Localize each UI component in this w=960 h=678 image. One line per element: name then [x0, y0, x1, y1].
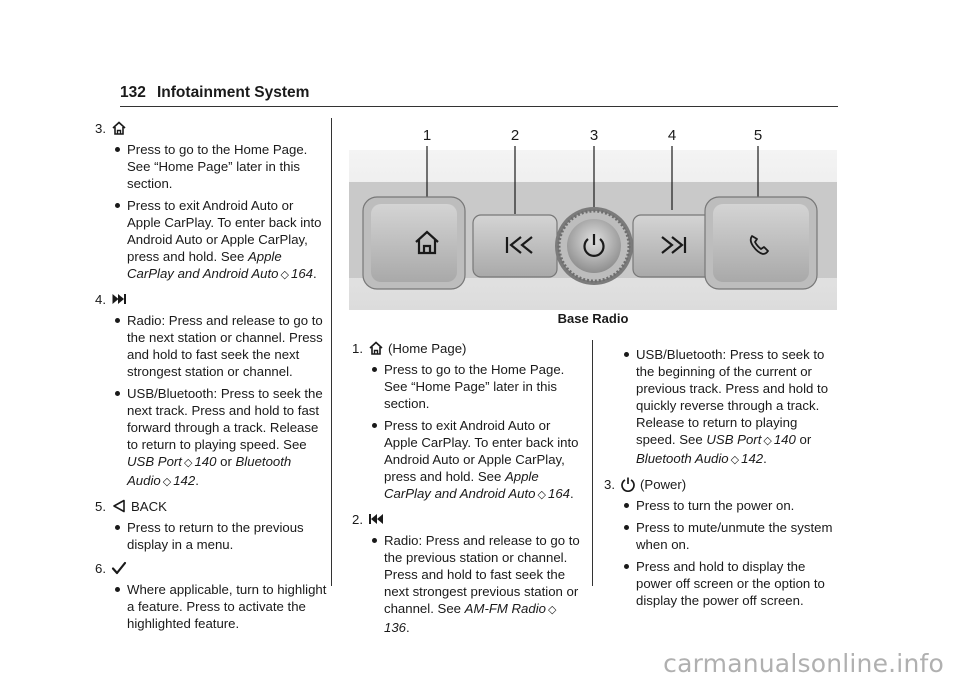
power-icon	[620, 476, 636, 492]
callout-2: 2	[511, 127, 519, 144]
item-2-seek-back: 2. Radio: Press and release to go to the…	[352, 509, 584, 636]
seek-forward-button[interactable]	[632, 214, 714, 278]
item-label: (Power)	[640, 476, 687, 492]
page-title: Infotainment System	[157, 84, 310, 101]
page-reference[interactable]: 142	[741, 451, 764, 466]
page-header: 132 Infotainment System	[120, 84, 838, 107]
list-item: Where applicable, turn to highlight a fe…	[113, 581, 327, 632]
item-number: 6.	[95, 560, 106, 576]
checkmark-icon	[111, 560, 127, 576]
page-reference-icon: ◇	[730, 454, 740, 466]
item-number: 3.	[95, 120, 106, 136]
list-item: Radio: Press and release to go to the ne…	[113, 312, 327, 380]
watermark: carmanualsonline.info	[663, 649, 944, 678]
list-item: Press to return to the previous display …	[113, 519, 327, 553]
page-reference-icon: ◇	[162, 476, 172, 488]
item-number: 3.	[604, 476, 615, 492]
page-number: 132	[120, 84, 146, 101]
page-reference[interactable]: 142	[173, 473, 196, 488]
seek-back-icon	[368, 511, 384, 527]
seek-back-button[interactable]	[472, 214, 558, 278]
power-icon	[583, 238, 605, 257]
item-5-back: 5. BACK Press to return to the previous …	[95, 496, 327, 553]
page-reference[interactable]: 136	[384, 620, 407, 635]
column-middle: 1. (Home Page) Press to go to the Home P…	[352, 338, 584, 641]
page-reference-icon: ◇	[537, 489, 546, 501]
cross-reference-link[interactable]: AM-FM Radio	[464, 601, 546, 616]
item-3-home: 3. Press to go to the Home Page. See “Ho…	[95, 118, 327, 284]
list-item: Press and hold to display the power off …	[622, 558, 836, 609]
page-reference-icon: ◇	[763, 435, 772, 447]
cross-reference-link[interactable]: Bluetooth Audio	[636, 451, 729, 466]
item-number: 2.	[352, 511, 363, 527]
list-item: Press to exit Android Auto or Apple CarP…	[113, 197, 327, 284]
base-radio-figure: 1 2 3 4 5	[349, 122, 837, 310]
phone-icon	[749, 235, 769, 255]
back-icon	[111, 498, 127, 514]
home-button[interactable]	[362, 196, 466, 290]
cross-reference-link[interactable]: Bluetooth Audio	[127, 454, 292, 488]
page-reference-icon: ◇	[548, 604, 557, 616]
phone-button[interactable]	[704, 196, 818, 290]
callout-3: 3	[590, 127, 598, 144]
page-reference[interactable]: 140	[773, 432, 796, 447]
seek-forward-icon	[111, 291, 127, 307]
list-item: Press to go to the Home Page. See “Home …	[113, 141, 327, 192]
item-number: 4.	[95, 291, 106, 307]
item-3-power: 3. (Power) Press to turn the power on. P…	[604, 474, 836, 609]
item-1-home-page: 1. (Home Page) Press to go to the Home P…	[352, 338, 584, 504]
callout-4: 4	[668, 127, 676, 144]
list-item: Press to go to the Home Page. See “Home …	[370, 361, 584, 412]
seek-forward-icon	[661, 236, 687, 254]
list-item: USB/Bluetooth: Press to seek the next tr…	[113, 385, 327, 491]
column-divider	[592, 340, 593, 586]
page-reference-icon: ◇	[280, 269, 289, 281]
item-label: (Home Page)	[388, 340, 467, 356]
column-right: USB/Bluetooth: Press to seek to the begi…	[604, 346, 836, 614]
list-item: Press to mute/unmute the system when on.	[622, 519, 836, 553]
item-number: 5.	[95, 498, 106, 514]
cross-reference-link[interactable]: USB Port	[127, 454, 182, 469]
column-left: 3. Press to go to the Home Page. See “Ho…	[95, 118, 327, 637]
cross-reference-link[interactable]: USB Port	[706, 432, 762, 447]
page-reference[interactable]: 164	[547, 486, 570, 501]
item-6-select: 6. Where applicable, turn to highlight a…	[95, 558, 327, 632]
power-volume-knob[interactable]	[555, 207, 633, 285]
cross-reference-link[interactable]: Apple CarPlay and Android Auto	[127, 249, 282, 281]
page-reference-icon: ◇	[183, 457, 193, 469]
cross-reference-link[interactable]: Apple CarPlay and Android Auto	[384, 469, 539, 501]
list-item: USB/Bluetooth: Press to seek to the begi…	[622, 346, 836, 469]
item-4-seek-forward: 4. Radio: Press and release to go to the…	[95, 289, 327, 491]
list-item: Press to exit Android Auto or Apple CarP…	[370, 417, 584, 504]
page-reference[interactable]: 140	[194, 454, 217, 469]
list-item: Radio: Press and release to go to the pr…	[370, 532, 584, 636]
home-icon	[368, 340, 384, 356]
item-label: BACK	[131, 498, 167, 514]
list-item: Press to turn the power on.	[622, 497, 836, 514]
figure-caption: Base Radio	[557, 311, 629, 326]
callout-5: 5	[754, 127, 762, 144]
home-icon	[111, 120, 127, 136]
callout-1: 1	[423, 127, 431, 144]
home-icon	[415, 230, 439, 255]
page-reference[interactable]: 164	[290, 266, 313, 281]
column-divider	[331, 118, 332, 586]
item-number: 1.	[352, 340, 363, 356]
seek-back-icon	[505, 236, 533, 254]
